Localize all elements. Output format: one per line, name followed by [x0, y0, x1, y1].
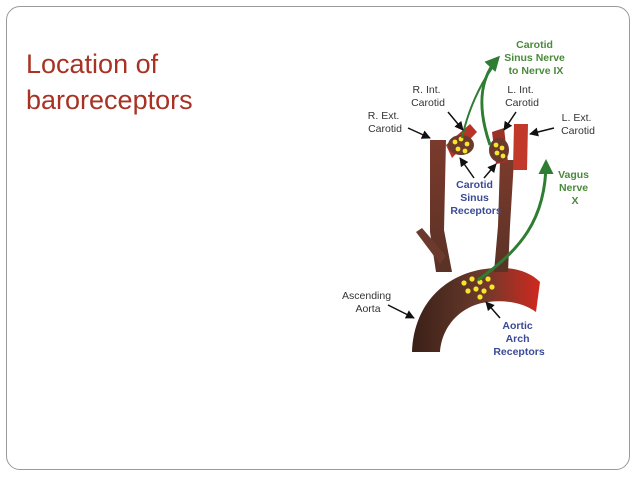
left-sinus-receptor-dots — [493, 142, 506, 159]
carotid-sinus-receptors-arrow-right — [483, 163, 497, 179]
r-int-carotid-arrow — [447, 111, 464, 131]
left-external-carotid — [513, 124, 528, 170]
label-aortic-arch-receptors: Aortic Arch Receptors — [493, 320, 545, 358]
vagus-nerve-path — [477, 159, 554, 282]
label-ascending-aorta: Ascending Aorta — [342, 290, 394, 315]
l-int-carotid-arrow — [503, 111, 517, 131]
aortic-arch-receptors-arrow — [485, 301, 501, 319]
right-subclavian-branch — [416, 228, 446, 264]
label-vagus-nerve: Vagus Nerve X — [558, 169, 592, 207]
carotid-sinus-nerve-path — [480, 55, 501, 146]
l-ext-carotid-arrow — [529, 127, 555, 137]
left-carotid-trunk — [494, 160, 514, 272]
right-carotid-trunk — [430, 140, 452, 272]
ascending-aorta-arrow — [387, 304, 415, 319]
carotid-sinus-nerve-branch — [461, 67, 493, 139]
slide-title: Location of baroreceptors — [26, 49, 193, 115]
label-r-ext-carotid: R. Ext. Carotid — [368, 110, 402, 135]
r-ext-carotid-arrow — [407, 127, 431, 139]
left-carotid-sinus — [489, 138, 509, 162]
label-carotid-sinus-nerve: Carotid Sinus Nerve to Nerve IX — [504, 39, 568, 77]
carotid-sinus-receptors-arrow-left — [459, 157, 475, 179]
aortic-arch — [412, 267, 540, 352]
label-l-ext-carotid: L. Ext. Carotid — [561, 112, 595, 137]
label-l-int-carotid: L. Int. Carotid — [505, 84, 539, 109]
label-carotid-sinus-receptors: Carotid Sinus Receptors — [450, 179, 502, 217]
slide-frame — [6, 6, 630, 470]
label-r-int-carotid: R. Int. Carotid — [411, 84, 445, 109]
